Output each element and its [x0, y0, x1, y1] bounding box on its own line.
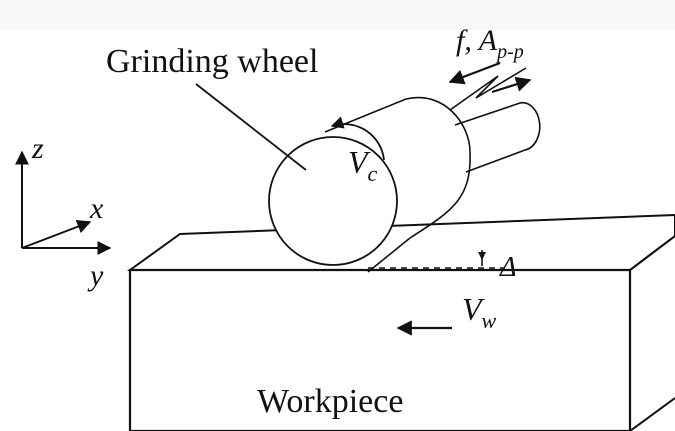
feed-oscillation-arrows — [448, 61, 532, 111]
wheel-speed-label: Vc — [348, 144, 378, 186]
workpiece-block — [126, 213, 675, 431]
axis-x-label: x — [89, 192, 104, 225]
axis-z-label: z — [31, 132, 44, 165]
workpiece-speed-label: Vw — [462, 291, 497, 333]
coordinate-axes — [15, 150, 112, 255]
grinding-wheel-label: Grinding wheel — [106, 43, 318, 80]
depth-label: Δ — [499, 252, 516, 283]
wheel-face — [268, 136, 398, 266]
background-watermark — [0, 0, 675, 30]
grinding-wheel-leader — [195, 83, 307, 171]
axis-y-label: y — [87, 259, 104, 292]
workpiece-label: Workpiece — [257, 383, 403, 420]
grinding-wheel — [268, 96, 541, 273]
depth-indicator — [368, 250, 505, 269]
feed-amplitude-label: f, Ap-p — [456, 24, 524, 63]
